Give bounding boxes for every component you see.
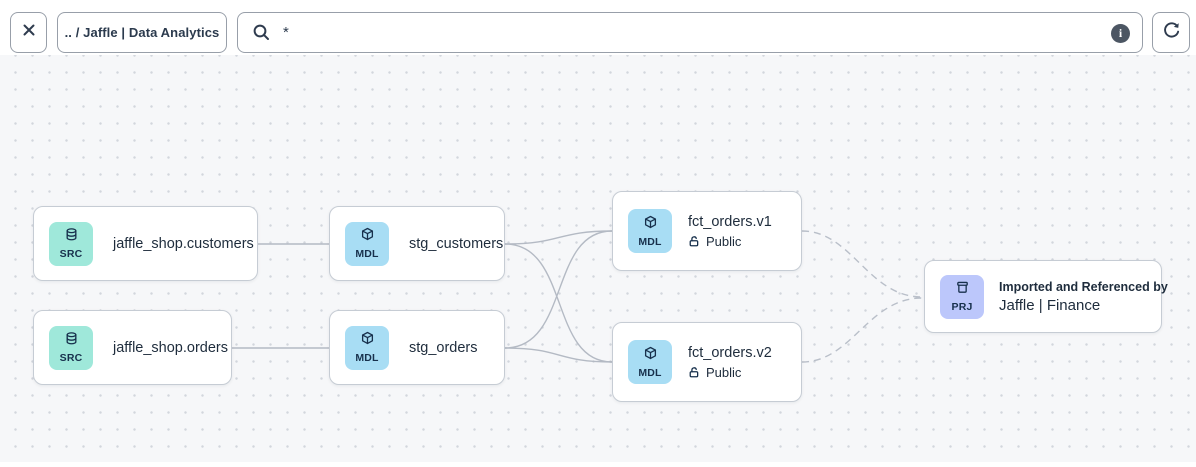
access-row: Public xyxy=(688,365,772,380)
model-badge: MDL xyxy=(628,209,672,253)
badge-label: MDL xyxy=(638,366,662,379)
search-input[interactable] xyxy=(283,24,1102,41)
node-model-fct-orders-v2[interactable]: MDL fct_orders.v2 Public xyxy=(612,322,802,402)
badge-label: MDL xyxy=(355,248,379,260)
node-source-jaffle-shop-orders[interactable]: SRC jaffle_shop.orders xyxy=(33,310,232,385)
badge-label: SRC xyxy=(59,352,83,364)
source-badge: SRC xyxy=(49,221,93,266)
node-label: Jaffle | Finance xyxy=(999,296,1101,314)
refresh-icon xyxy=(1162,21,1181,45)
node-label: fct_orders.v2 xyxy=(688,344,772,361)
archive-icon xyxy=(955,280,970,300)
source-badge: SRC xyxy=(49,325,93,370)
toolbar: .. / Jaffle | Data Analytics i xyxy=(0,0,1196,55)
node-label: fct_orders.v1 xyxy=(688,213,772,230)
breadcrumb: .. / Jaffle | Data Analytics xyxy=(64,25,220,40)
info-icon[interactable]: i xyxy=(1111,24,1130,43)
refresh-button[interactable] xyxy=(1152,12,1190,53)
access-label: Public xyxy=(706,364,742,380)
lock-open-icon xyxy=(688,366,701,379)
access-row: Public xyxy=(688,234,772,249)
project-caption: Imported and Referenced by xyxy=(999,279,1168,294)
model-badge: MDL xyxy=(345,221,389,266)
node-project-jaffle-finance[interactable]: PRJ Imported and Referenced by Jaffle | … xyxy=(924,260,1168,333)
database-icon xyxy=(64,227,79,247)
node-model-fct-orders-v1[interactable]: MDL fct_orders.v1 Public xyxy=(612,191,802,271)
search-icon xyxy=(252,23,271,42)
badge-label: MDL xyxy=(638,235,662,248)
project-badge: PRJ xyxy=(940,274,984,319)
node-model-stg-orders[interactable]: MDL stg_orders xyxy=(329,310,505,385)
cube-icon xyxy=(360,227,375,247)
model-badge: MDL xyxy=(345,325,389,370)
node-label: jaffle_shop.customers xyxy=(113,235,254,252)
cube-icon xyxy=(360,331,375,351)
badge-label: SRC xyxy=(59,248,83,260)
node-model-stg-customers[interactable]: MDL stg_customers xyxy=(329,206,505,281)
lock-open-icon xyxy=(688,235,701,248)
node-source-jaffle-shop-customers[interactable]: SRC jaffle_shop.customers xyxy=(33,206,258,281)
badge-label: MDL xyxy=(355,352,379,364)
node-label: jaffle_shop.orders xyxy=(113,339,229,356)
node-label: stg_customers xyxy=(409,235,504,252)
close-icon xyxy=(21,22,37,43)
badge-label: PRJ xyxy=(951,301,973,313)
node-label: stg_orders xyxy=(409,339,478,356)
cube-icon xyxy=(643,215,658,235)
search-box: i xyxy=(237,12,1143,53)
lineage-canvas[interactable] xyxy=(0,55,1196,462)
database-icon xyxy=(64,331,79,351)
breadcrumb-button[interactable]: .. / Jaffle | Data Analytics xyxy=(57,12,227,53)
model-badge: MDL xyxy=(628,340,672,384)
access-label: Public xyxy=(706,233,742,249)
cube-icon xyxy=(643,346,658,366)
close-button[interactable] xyxy=(10,12,47,53)
